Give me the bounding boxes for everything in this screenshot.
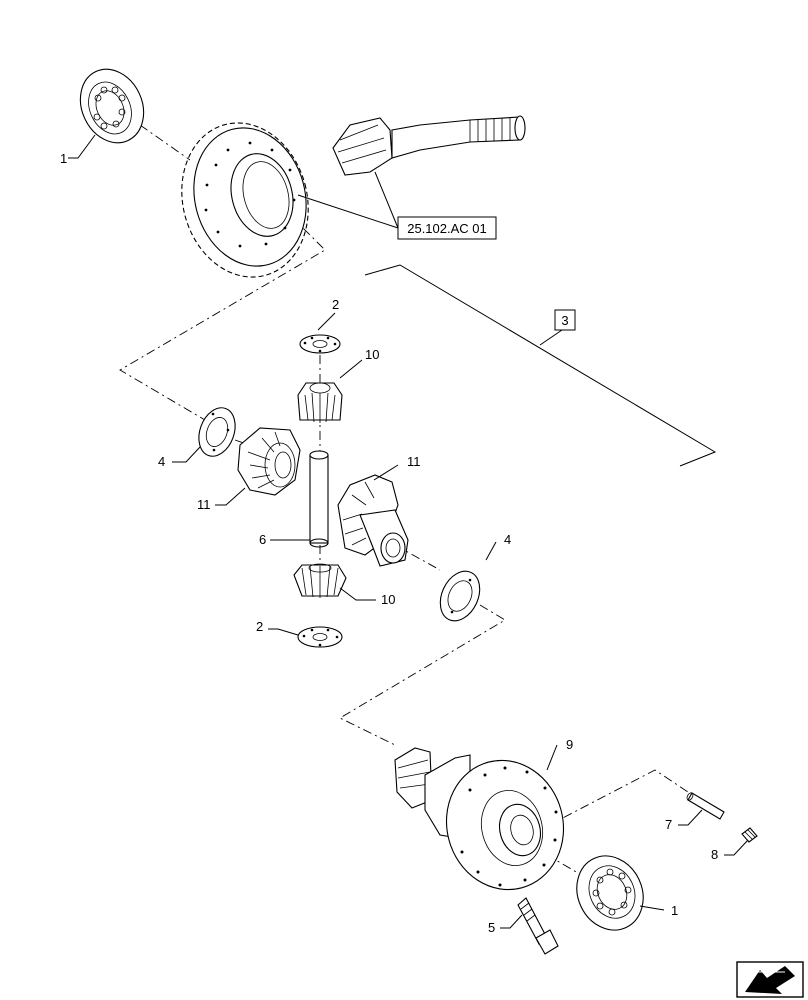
callout-1-bottom: 1 xyxy=(671,903,678,918)
bearing-top[interactable] xyxy=(69,59,155,153)
page-arrow-icon[interactable] xyxy=(736,961,804,998)
thrust-washer-top[interactable] xyxy=(299,334,341,354)
callout-10-bottom: 10 xyxy=(381,592,395,607)
set-screw[interactable] xyxy=(741,827,758,843)
callout-3: 3 xyxy=(561,313,568,328)
callout-11-right: 11 xyxy=(407,454,421,469)
callout-labels: 1 2 10 4 11 11 6 4 10 2 9 7 8 5 1 xyxy=(60,151,718,935)
side-gear-right[interactable] xyxy=(337,474,409,567)
callout-4-right: 4 xyxy=(504,532,511,547)
reference-callout[interactable]: 25.102.AC 01 xyxy=(297,171,497,240)
callout-2-bottom: 2 xyxy=(256,619,263,634)
callout-11-left: 11 xyxy=(197,497,211,512)
callout-4-left: 4 xyxy=(158,454,165,469)
side-washer-right[interactable] xyxy=(433,565,488,627)
spider-gear-bottom[interactable] xyxy=(293,563,347,598)
callout-2-top: 2 xyxy=(332,297,339,312)
reference-label: 25.102.AC 01 xyxy=(407,221,487,236)
spider-gear-top[interactable] xyxy=(297,382,343,423)
ring-gear[interactable] xyxy=(165,109,325,292)
thrust-washer-bottom[interactable] xyxy=(297,626,343,648)
callout-6: 6 xyxy=(259,532,266,547)
callout-9: 9 xyxy=(566,737,573,752)
callout-5: 5 xyxy=(488,920,495,935)
pinion-shaft[interactable] xyxy=(332,115,526,176)
callout-7: 7 xyxy=(665,817,672,832)
bearing-bottom[interactable] xyxy=(565,845,655,941)
cross-pin[interactable] xyxy=(309,450,329,548)
side-washer-left[interactable] xyxy=(192,403,241,462)
group-bracket: 3 xyxy=(364,264,717,467)
roll-pin[interactable] xyxy=(686,792,725,820)
differential-case[interactable] xyxy=(394,747,578,903)
callout-1-top: 1 xyxy=(60,151,67,166)
side-gear-left[interactable] xyxy=(237,427,301,496)
callout-8: 8 xyxy=(711,847,718,862)
leader-lines xyxy=(68,134,749,929)
bolt[interactable] xyxy=(517,897,559,955)
callout-10-top: 10 xyxy=(365,347,379,362)
